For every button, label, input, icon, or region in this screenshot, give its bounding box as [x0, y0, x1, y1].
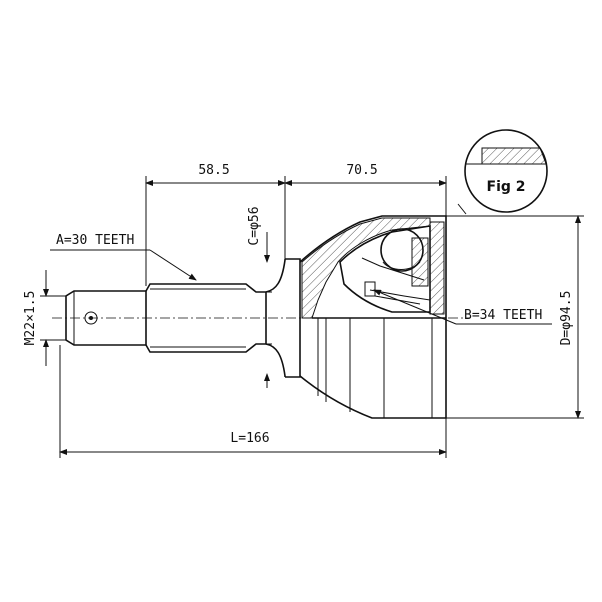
fig-2-balloon: Fig 2: [457, 129, 548, 215]
thread-dimension: M22×1.5: [23, 270, 66, 366]
outer-diameter-dimension: D=φ94.5: [446, 215, 584, 419]
stub-hole-icon: [84, 311, 98, 325]
bottom-dimension: L=166: [59, 345, 447, 458]
b-teeth-label: B=34 TEETH: [464, 308, 542, 323]
outer-housing: [285, 215, 447, 419]
dimension-d-94-5: D=φ94.5: [559, 291, 574, 346]
dimension-70-5: 70.5: [346, 163, 377, 178]
splined-shaft: [145, 259, 286, 377]
shaft-diameter-dimension: C=φ56: [247, 206, 272, 388]
dimension-58-5: 58.5: [198, 163, 229, 178]
top-dimensions: 58.5 70.5: [145, 163, 447, 286]
fig-2-label: Fig 2: [487, 179, 526, 195]
b-teeth-callout: B=34 TEETH: [373, 289, 552, 325]
dimension-l-166: L=166: [230, 431, 269, 446]
a-teeth-label: A=30 TEETH: [56, 233, 134, 248]
dimension-m22: M22×1.5: [23, 291, 38, 346]
a-teeth-callout: A=30 TEETH: [50, 233, 197, 281]
dimension-c-56: C=φ56: [247, 206, 262, 245]
